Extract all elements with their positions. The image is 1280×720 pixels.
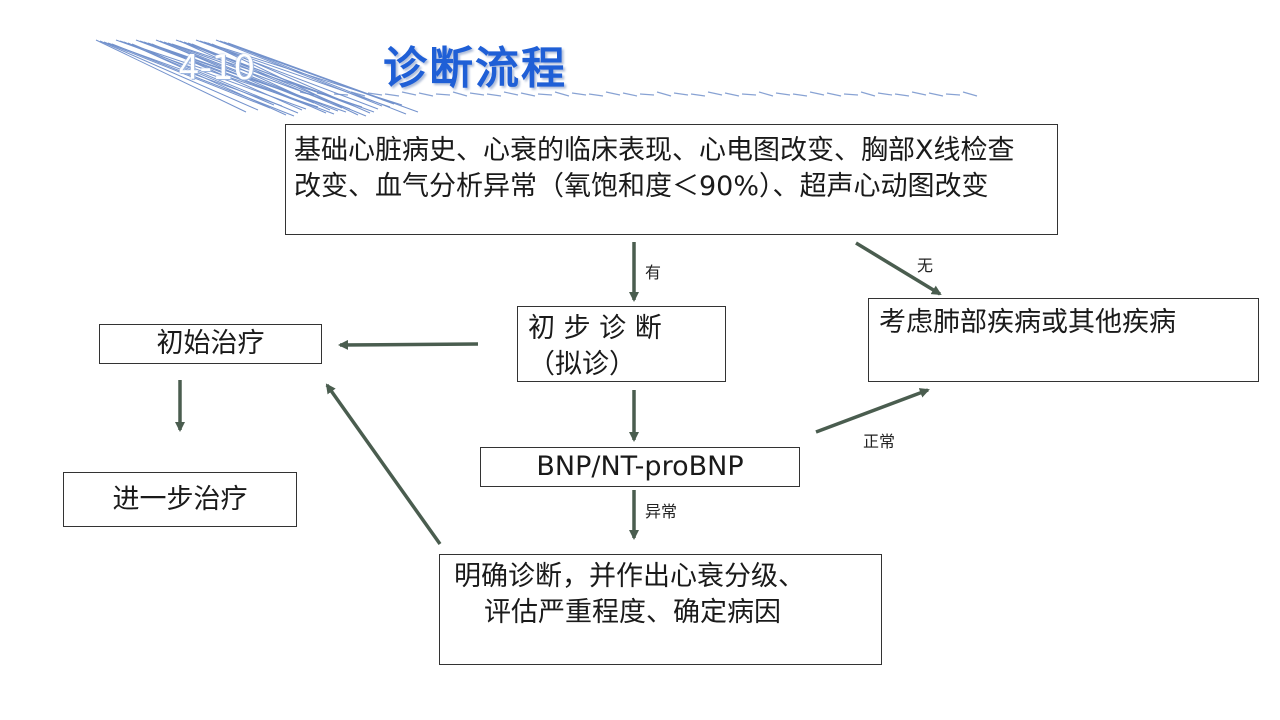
- arrow-confirm-to-initial: [325, 383, 442, 546]
- initial-treatment-box: 初始治疗: [99, 324, 322, 364]
- arrow-symptoms-to-lung: [855, 241, 942, 296]
- lung-disease-text: 考虑肺部疾病或其他疾病: [879, 307, 1176, 338]
- symptoms-text: 基础心脏病史、心衰的临床表现、心电图改变、胸部X线检查改变、血气分析异常（氧饱和…: [294, 135, 1015, 202]
- bnp-text: BNP/NT-proBNP: [536, 451, 744, 482]
- header-decoration: [95, 39, 978, 117]
- edge-label-yes: 有: [645, 263, 662, 282]
- confirm-diagnosis-box: 明确诊断，并作出心衰分级、 评估严重程度、确定病因: [439, 554, 882, 665]
- edge-label-no: 无: [917, 256, 934, 275]
- confirm-line1: 明确诊断，并作出心衰分级、: [454, 561, 805, 592]
- confirm-line2: 评估严重程度、确定病因: [484, 597, 781, 628]
- initial-treatment-text: 初始治疗: [156, 328, 265, 359]
- page-number: 4-10: [178, 48, 256, 88]
- edge-label-normal: 正常: [863, 432, 896, 451]
- symptoms-box: 基础心脏病史、心衰的临床表现、心电图改变、胸部X线检查改变、血气分析异常（氧饱和…: [285, 124, 1058, 235]
- preliminary-line2: （拟诊）: [528, 349, 636, 380]
- arrow-bnp-to-lung: [815, 388, 930, 434]
- lung-disease-box: 考虑肺部疾病或其他疾病: [868, 298, 1259, 382]
- page-title: 诊断流程: [383, 43, 567, 94]
- preliminary-diagnosis-box: 初 步 诊 断 （拟诊）: [517, 306, 726, 382]
- further-treatment-text: 进一步治疗: [112, 484, 248, 515]
- preliminary-line1: 初 步 诊 断: [528, 313, 662, 344]
- further-treatment-box: 进一步治疗: [63, 472, 297, 527]
- bnp-box: BNP/NT-proBNP: [480, 447, 800, 487]
- edge-label-abnormal: 异常: [645, 502, 678, 521]
- arrow-preliminary-to-initial: [338, 339, 479, 350]
